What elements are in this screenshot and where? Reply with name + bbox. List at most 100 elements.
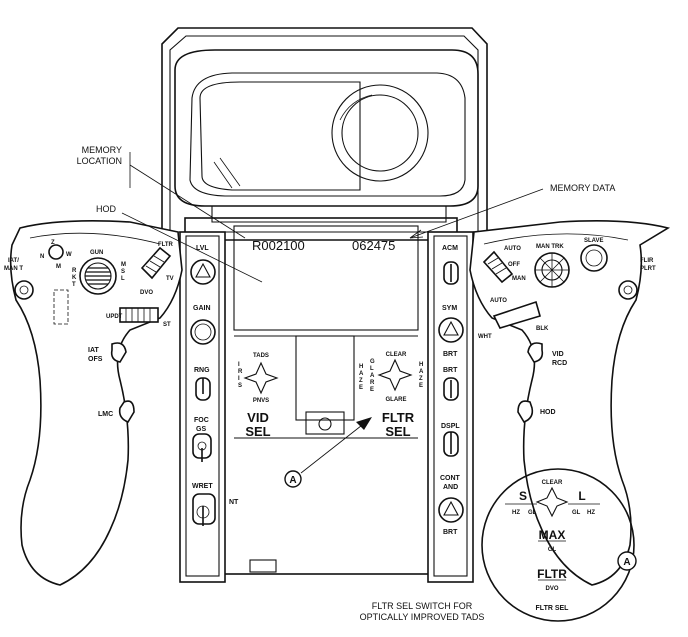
tads-label: TADS xyxy=(253,353,269,359)
iat-man-button[interactable] xyxy=(14,280,34,300)
auto-off-man-thumbwheel[interactable] xyxy=(482,250,514,284)
updt-label: UPDT xyxy=(106,314,123,320)
memory-data-value: 062475 xyxy=(352,238,395,253)
haze-right-h: H xyxy=(419,362,423,368)
fltr-tv-dvo-thumbwheel[interactable] xyxy=(140,246,172,280)
gain-knob[interactable] xyxy=(190,319,216,345)
iat-ofs-label-1: IAT xyxy=(88,347,99,354)
weapon-select-knob[interactable] xyxy=(79,257,117,295)
iat-man-label-2: MAN T xyxy=(4,266,23,272)
brt-label-1: BRT xyxy=(443,351,458,358)
lmc-switch[interactable] xyxy=(118,400,135,423)
hod-switch[interactable] xyxy=(517,400,534,423)
znwm-button[interactable] xyxy=(48,244,64,260)
iat-ofs-label-2: OFS xyxy=(88,356,103,363)
tv-label-grip: TV xyxy=(166,276,174,282)
msl-label-m: M xyxy=(121,262,126,268)
and-label: AND xyxy=(443,484,458,491)
optical-relay-housing xyxy=(161,27,488,241)
detail-max-sub-label: GL xyxy=(548,547,557,553)
fltr-sel-detail-view xyxy=(481,468,637,622)
detail-s-label: S xyxy=(519,489,527,503)
memory-location-label-line2: LOCATION xyxy=(77,156,122,166)
grip-z-label: Z xyxy=(51,240,55,246)
sym-label: SYM xyxy=(442,305,457,312)
rkt-label-r: R xyxy=(72,268,77,274)
off-label: OFF xyxy=(508,262,520,268)
detail-fltr-sub-label: DVO xyxy=(545,586,558,592)
foc-toggle-switch[interactable] xyxy=(192,433,212,462)
brt-toggle-switch[interactable] xyxy=(443,377,459,401)
detail-gl-label: GL xyxy=(528,510,537,516)
cont-brt-button[interactable] xyxy=(438,497,464,523)
detail-max-label: MAX xyxy=(539,528,566,542)
haze-left-e: E xyxy=(359,385,363,391)
detail-fltr-label: FLTR xyxy=(537,567,567,581)
memory-data-label: MEMORY DATA xyxy=(550,183,615,193)
flir-plrt-button[interactable] xyxy=(618,280,638,300)
detail-l-label: L xyxy=(578,489,585,503)
vid-rcd-label-1: VID xyxy=(552,351,564,358)
dspl-label: DSPL xyxy=(441,423,460,430)
haze-right-e: E xyxy=(419,383,423,389)
wht-blk-thumbwheel[interactable] xyxy=(492,300,541,329)
auto-label: AUTO xyxy=(504,246,521,252)
grip-m-label: M xyxy=(56,264,61,270)
callout-marker-a xyxy=(284,470,302,488)
wret-switch[interactable] xyxy=(192,493,216,526)
lvl-button[interactable] xyxy=(190,259,216,285)
fltr-sel-switch[interactable] xyxy=(377,358,413,392)
hod-label: HOD xyxy=(96,204,117,214)
detail-gl2-label: GL xyxy=(572,510,581,516)
fltr-sel-label: SEL xyxy=(385,424,410,439)
cont-label: CONT xyxy=(440,475,461,482)
iat-ofs-switch[interactable] xyxy=(110,342,127,363)
memory-location-label-line1: MEMORY xyxy=(82,145,122,155)
fltr-label: FLTR xyxy=(382,410,415,425)
sym-brt-button[interactable] xyxy=(438,317,464,343)
rng-toggle-switch[interactable] xyxy=(195,377,211,401)
gs-label: GS xyxy=(196,426,206,433)
wret-label: WRET xyxy=(192,483,213,490)
detail-fltr-sel-label: FLTR SEL xyxy=(536,605,570,612)
haze-right-a: A xyxy=(419,369,424,375)
grip-w-label: W xyxy=(66,252,72,258)
slave-button[interactable] xyxy=(580,244,608,272)
man-trk-controller[interactable] xyxy=(534,252,570,288)
hod-switch-label: HOD xyxy=(540,409,556,416)
clear-label: CLEAR xyxy=(386,352,407,358)
glare-v-r: R xyxy=(370,380,375,386)
updt-st-thumbwheel[interactable] xyxy=(119,307,159,323)
glare-v-a: A xyxy=(370,373,375,379)
haze-right-z: Z xyxy=(419,376,423,382)
callout-marker-a-label: A xyxy=(289,475,296,486)
vid-rcd-switch[interactable] xyxy=(527,342,544,363)
hidden-switch-outline xyxy=(53,289,69,325)
caption-line2: OPTICALLY IMPROVED TADS xyxy=(360,612,485,622)
glare-bottom-label: GLARE xyxy=(386,397,407,403)
gun-label: GUN xyxy=(90,250,103,256)
man-trk-label: MAN TRK xyxy=(536,244,564,250)
haze-left-a: A xyxy=(359,371,364,377)
detail-hz-label: HZ xyxy=(512,510,520,516)
msl-label-s: S xyxy=(121,269,125,275)
slave-label: SLAVE xyxy=(584,238,604,244)
glare-v-e: E xyxy=(370,387,374,393)
foc-label: FOC xyxy=(194,417,209,424)
dspl-toggle-switch[interactable] xyxy=(443,431,459,457)
vid-sel-switch[interactable] xyxy=(243,361,279,395)
acm-label: ACM xyxy=(442,245,458,252)
pnvs-label: PNVS xyxy=(253,398,269,404)
memory-location-value: R002100 xyxy=(252,238,305,253)
vid-rcd-label-2: RCD xyxy=(552,360,567,367)
vid-sel-label: SEL xyxy=(245,424,270,439)
right-switch-strip xyxy=(427,231,474,583)
iris-label-i2: I xyxy=(238,376,240,382)
fltr-label-grip: FLTR xyxy=(158,242,174,248)
grip-n-label: N xyxy=(40,254,44,260)
acm-toggle-switch[interactable] xyxy=(443,261,459,285)
glare-v-l: L xyxy=(370,366,374,372)
iris-label-r: R xyxy=(238,369,243,375)
brt-label-3: BRT xyxy=(443,529,458,536)
brt-label-2: BRT xyxy=(443,367,458,374)
